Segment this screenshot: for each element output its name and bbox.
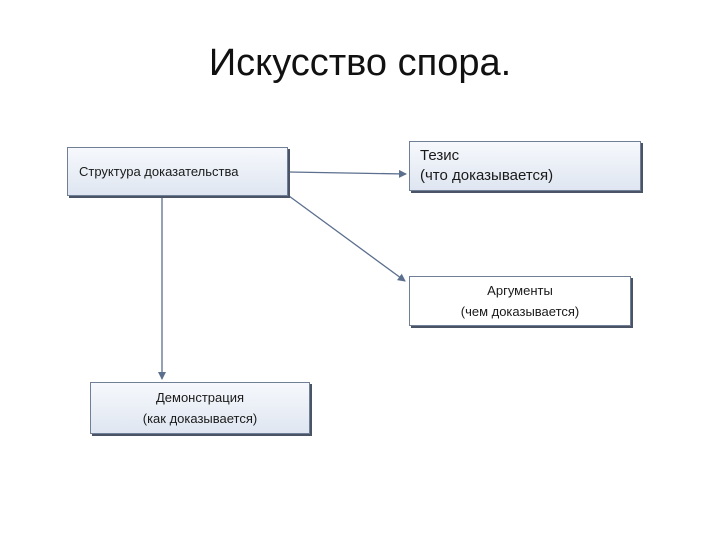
thesis-box: Тезис (что доказывается) (409, 141, 641, 191)
arguments-title: Аргументы (487, 283, 553, 298)
arrow-to-arguments (288, 195, 406, 282)
demonstration-box: Демонстрация (как доказывается) (90, 382, 310, 434)
structure-label: Структура доказательства (79, 164, 239, 179)
thesis-subtitle: (что доказывается) (420, 167, 554, 184)
thesis-title: Тезис (420, 147, 460, 164)
arrow-to-thesis (288, 169, 407, 178)
demonstration-title: Демонстрация (155, 390, 245, 405)
structure-box: Структура доказательства (67, 147, 288, 196)
slide-title: Искусство спора. (208, 42, 512, 84)
demonstration-subtitle: (как доказывается) (142, 411, 258, 426)
arguments-box: Аргументы (чем доказывается) (409, 276, 631, 326)
arguments-subtitle: (чем доказывается) (460, 304, 580, 319)
